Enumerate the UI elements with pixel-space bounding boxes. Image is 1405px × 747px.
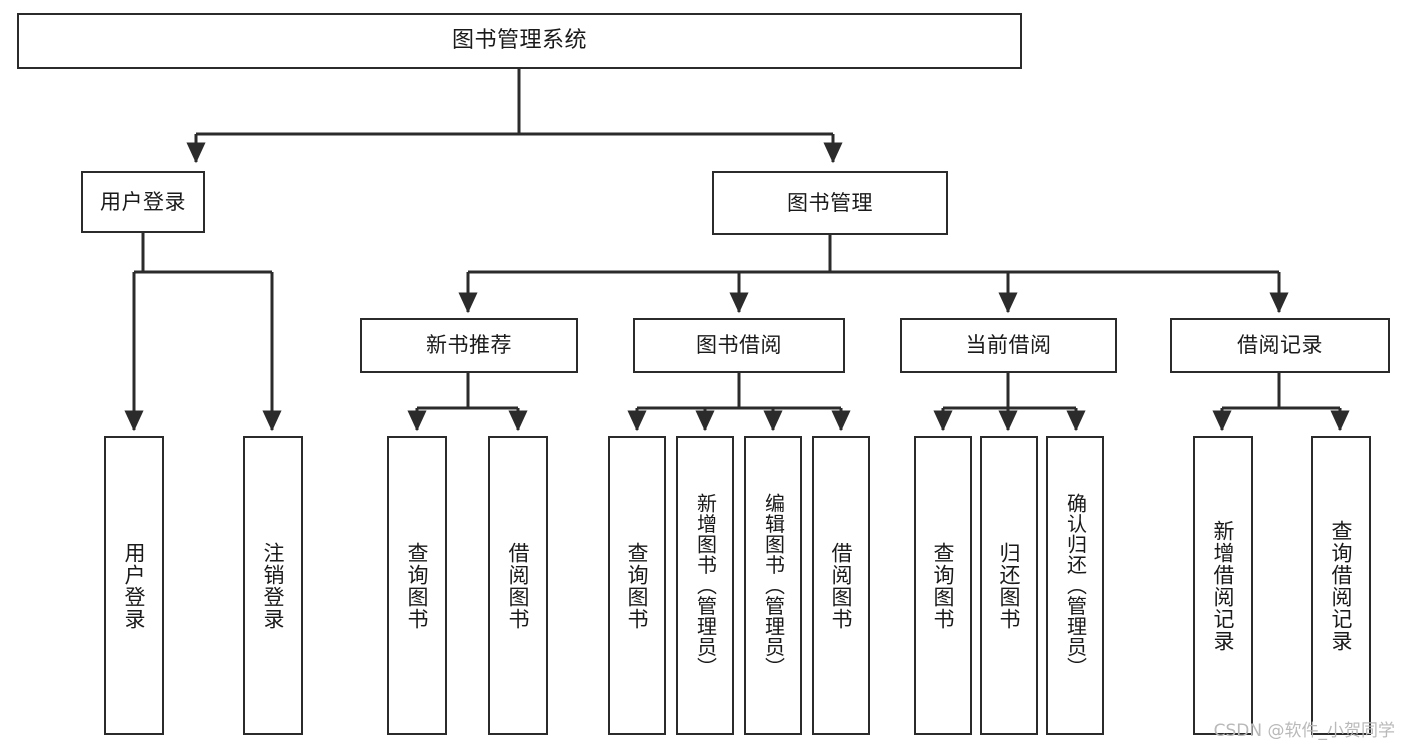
node-label: 新增借阅记录 bbox=[1211, 519, 1236, 652]
leaf-return-book[interactable]: 归还图书 bbox=[980, 436, 1038, 735]
node-label: 查询图书 bbox=[405, 541, 430, 630]
node-label: 图书管理系统 bbox=[451, 28, 587, 54]
node-label: 确认归还（管理员） bbox=[1063, 493, 1088, 678]
node-borrow-record[interactable]: 借阅记录 bbox=[1170, 318, 1390, 373]
leaf-confirm-return-admin[interactable]: 确认归还（管理员） bbox=[1046, 436, 1104, 735]
node-current-borrow[interactable]: 当前借阅 bbox=[900, 318, 1117, 373]
leaf-user-login[interactable]: 用户登录 bbox=[104, 436, 164, 735]
node-label: 查询图书 bbox=[931, 541, 956, 630]
node-label: 用户登录 bbox=[100, 189, 186, 214]
node-new-book-recommendation[interactable]: 新书推荐 bbox=[360, 318, 578, 373]
node-label: 借阅图书 bbox=[506, 541, 531, 630]
leaf-edit-book-admin[interactable]: 编辑图书（管理员） bbox=[744, 436, 802, 735]
leaf-query-book-recommendation[interactable]: 查询图书 bbox=[387, 436, 447, 735]
leaf-borrow-book[interactable]: 借阅图书 bbox=[812, 436, 870, 735]
node-label: 图书借阅 bbox=[696, 333, 782, 358]
node-label: 当前借阅 bbox=[965, 333, 1052, 358]
node-label: 新增图书（管理员） bbox=[693, 493, 718, 678]
node-label: 借阅记录 bbox=[1237, 333, 1323, 358]
leaf-add-book-admin[interactable]: 新增图书（管理员） bbox=[676, 436, 734, 735]
leaf-query-borrow-record[interactable]: 查询借阅记录 bbox=[1311, 436, 1371, 735]
node-label: 编辑图书（管理员） bbox=[761, 493, 786, 678]
csdn-watermark: CSDN @软件_小贺同学 bbox=[1213, 721, 1395, 741]
node-label: 新书推荐 bbox=[426, 333, 512, 358]
leaf-logout-login[interactable]: 注销登录 bbox=[243, 436, 303, 735]
node-book-manage[interactable]: 图书管理 bbox=[712, 171, 948, 235]
node-label: 借阅图书 bbox=[829, 541, 854, 630]
node-label: 用户登录 bbox=[122, 541, 147, 630]
node-book-borrow[interactable]: 图书借阅 bbox=[633, 318, 845, 373]
leaf-query-book-borrow[interactable]: 查询图书 bbox=[608, 436, 666, 735]
leaf-add-borrow-record[interactable]: 新增借阅记录 bbox=[1193, 436, 1253, 735]
node-label: 注销登录 bbox=[261, 541, 286, 630]
node-label: 查询借阅记录 bbox=[1329, 519, 1354, 652]
leaf-borrow-book-recommendation[interactable]: 借阅图书 bbox=[488, 436, 548, 735]
node-user-login[interactable]: 用户登录 bbox=[81, 171, 205, 233]
leaf-query-book-current[interactable]: 查询图书 bbox=[914, 436, 972, 735]
node-root-system[interactable]: 图书管理系统 bbox=[17, 13, 1022, 69]
node-label: 图书管理 bbox=[787, 190, 873, 215]
node-label: 查询图书 bbox=[625, 541, 650, 630]
node-label: 归还图书 bbox=[997, 541, 1022, 630]
